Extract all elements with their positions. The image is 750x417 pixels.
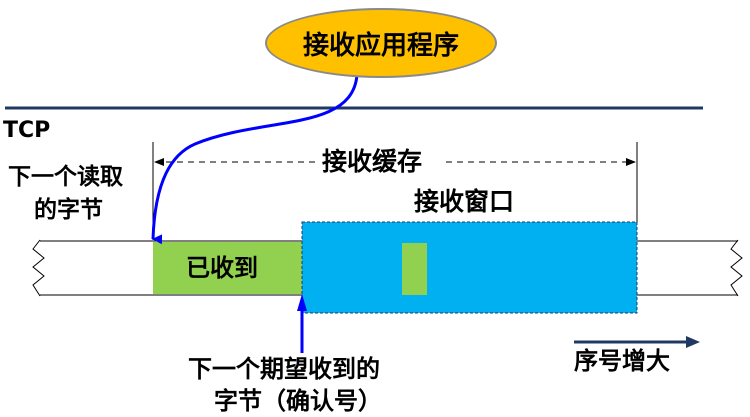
- receive-window-block: [301, 221, 638, 314]
- next-expected-label-line1: 下一个期望收到的: [188, 355, 380, 383]
- byte-stream-left-break: [32, 239, 45, 297]
- next-expected-arrowhead: [297, 294, 307, 311]
- next-read-label-line2: 的字节: [34, 197, 103, 223]
- receive-buffer-label: 接收缓存: [322, 147, 423, 176]
- out-of-order-bytes-block: [402, 243, 427, 295]
- sequence-increasing-label: 序号增大: [574, 347, 670, 375]
- received-label: 已收到: [186, 254, 258, 282]
- tcp-label: TCP: [3, 118, 51, 143]
- buffer-extent-arrowhead-left: [154, 158, 164, 166]
- buffer-extent-arrowhead-right: [626, 158, 636, 166]
- next-read-arrow: [151, 74, 359, 245]
- receive-window-label: 接收窗口: [414, 187, 515, 216]
- next-expected-label-line2: 字节（确认号）: [214, 387, 382, 415]
- receiving-application-label: 接收应用程序: [302, 30, 459, 61]
- byte-stream-right-break: [730, 239, 743, 297]
- received-bytes-block: [153, 242, 302, 294]
- receiving-application: 接收应用程序: [265, 8, 497, 78]
- next-read-label-line1: 下一个读取: [8, 164, 123, 190]
- sequence-arrowhead: [686, 336, 700, 348]
